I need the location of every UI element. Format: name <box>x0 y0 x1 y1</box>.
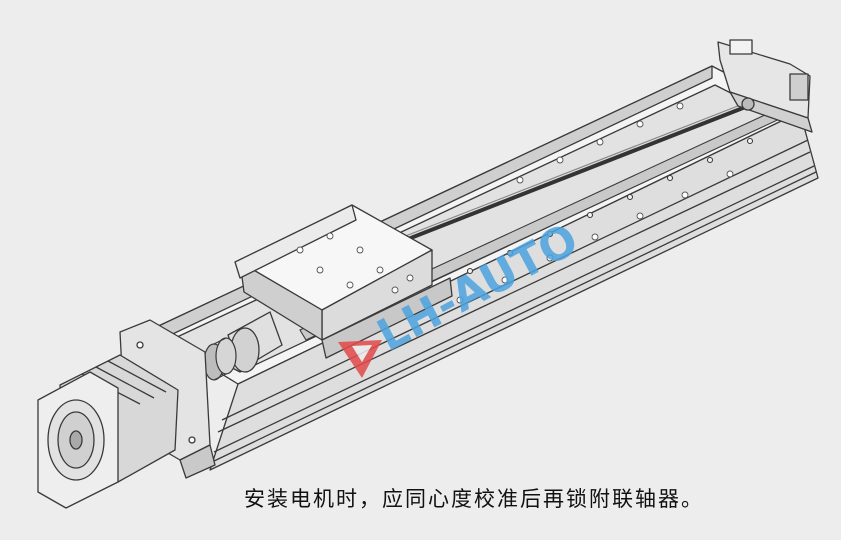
coupling <box>203 337 237 381</box>
end-cap <box>717 39 813 133</box>
stepper-motor <box>37 354 179 509</box>
sliding-carriage <box>234 204 453 359</box>
bearing-block <box>227 311 283 373</box>
caption-text: 安装电机时，应同心度校准后再锁附联轴器。 <box>244 487 704 511</box>
logo-triangle-icon <box>338 340 382 378</box>
mounting-holes <box>456 102 734 304</box>
ball-screw <box>379 101 749 252</box>
